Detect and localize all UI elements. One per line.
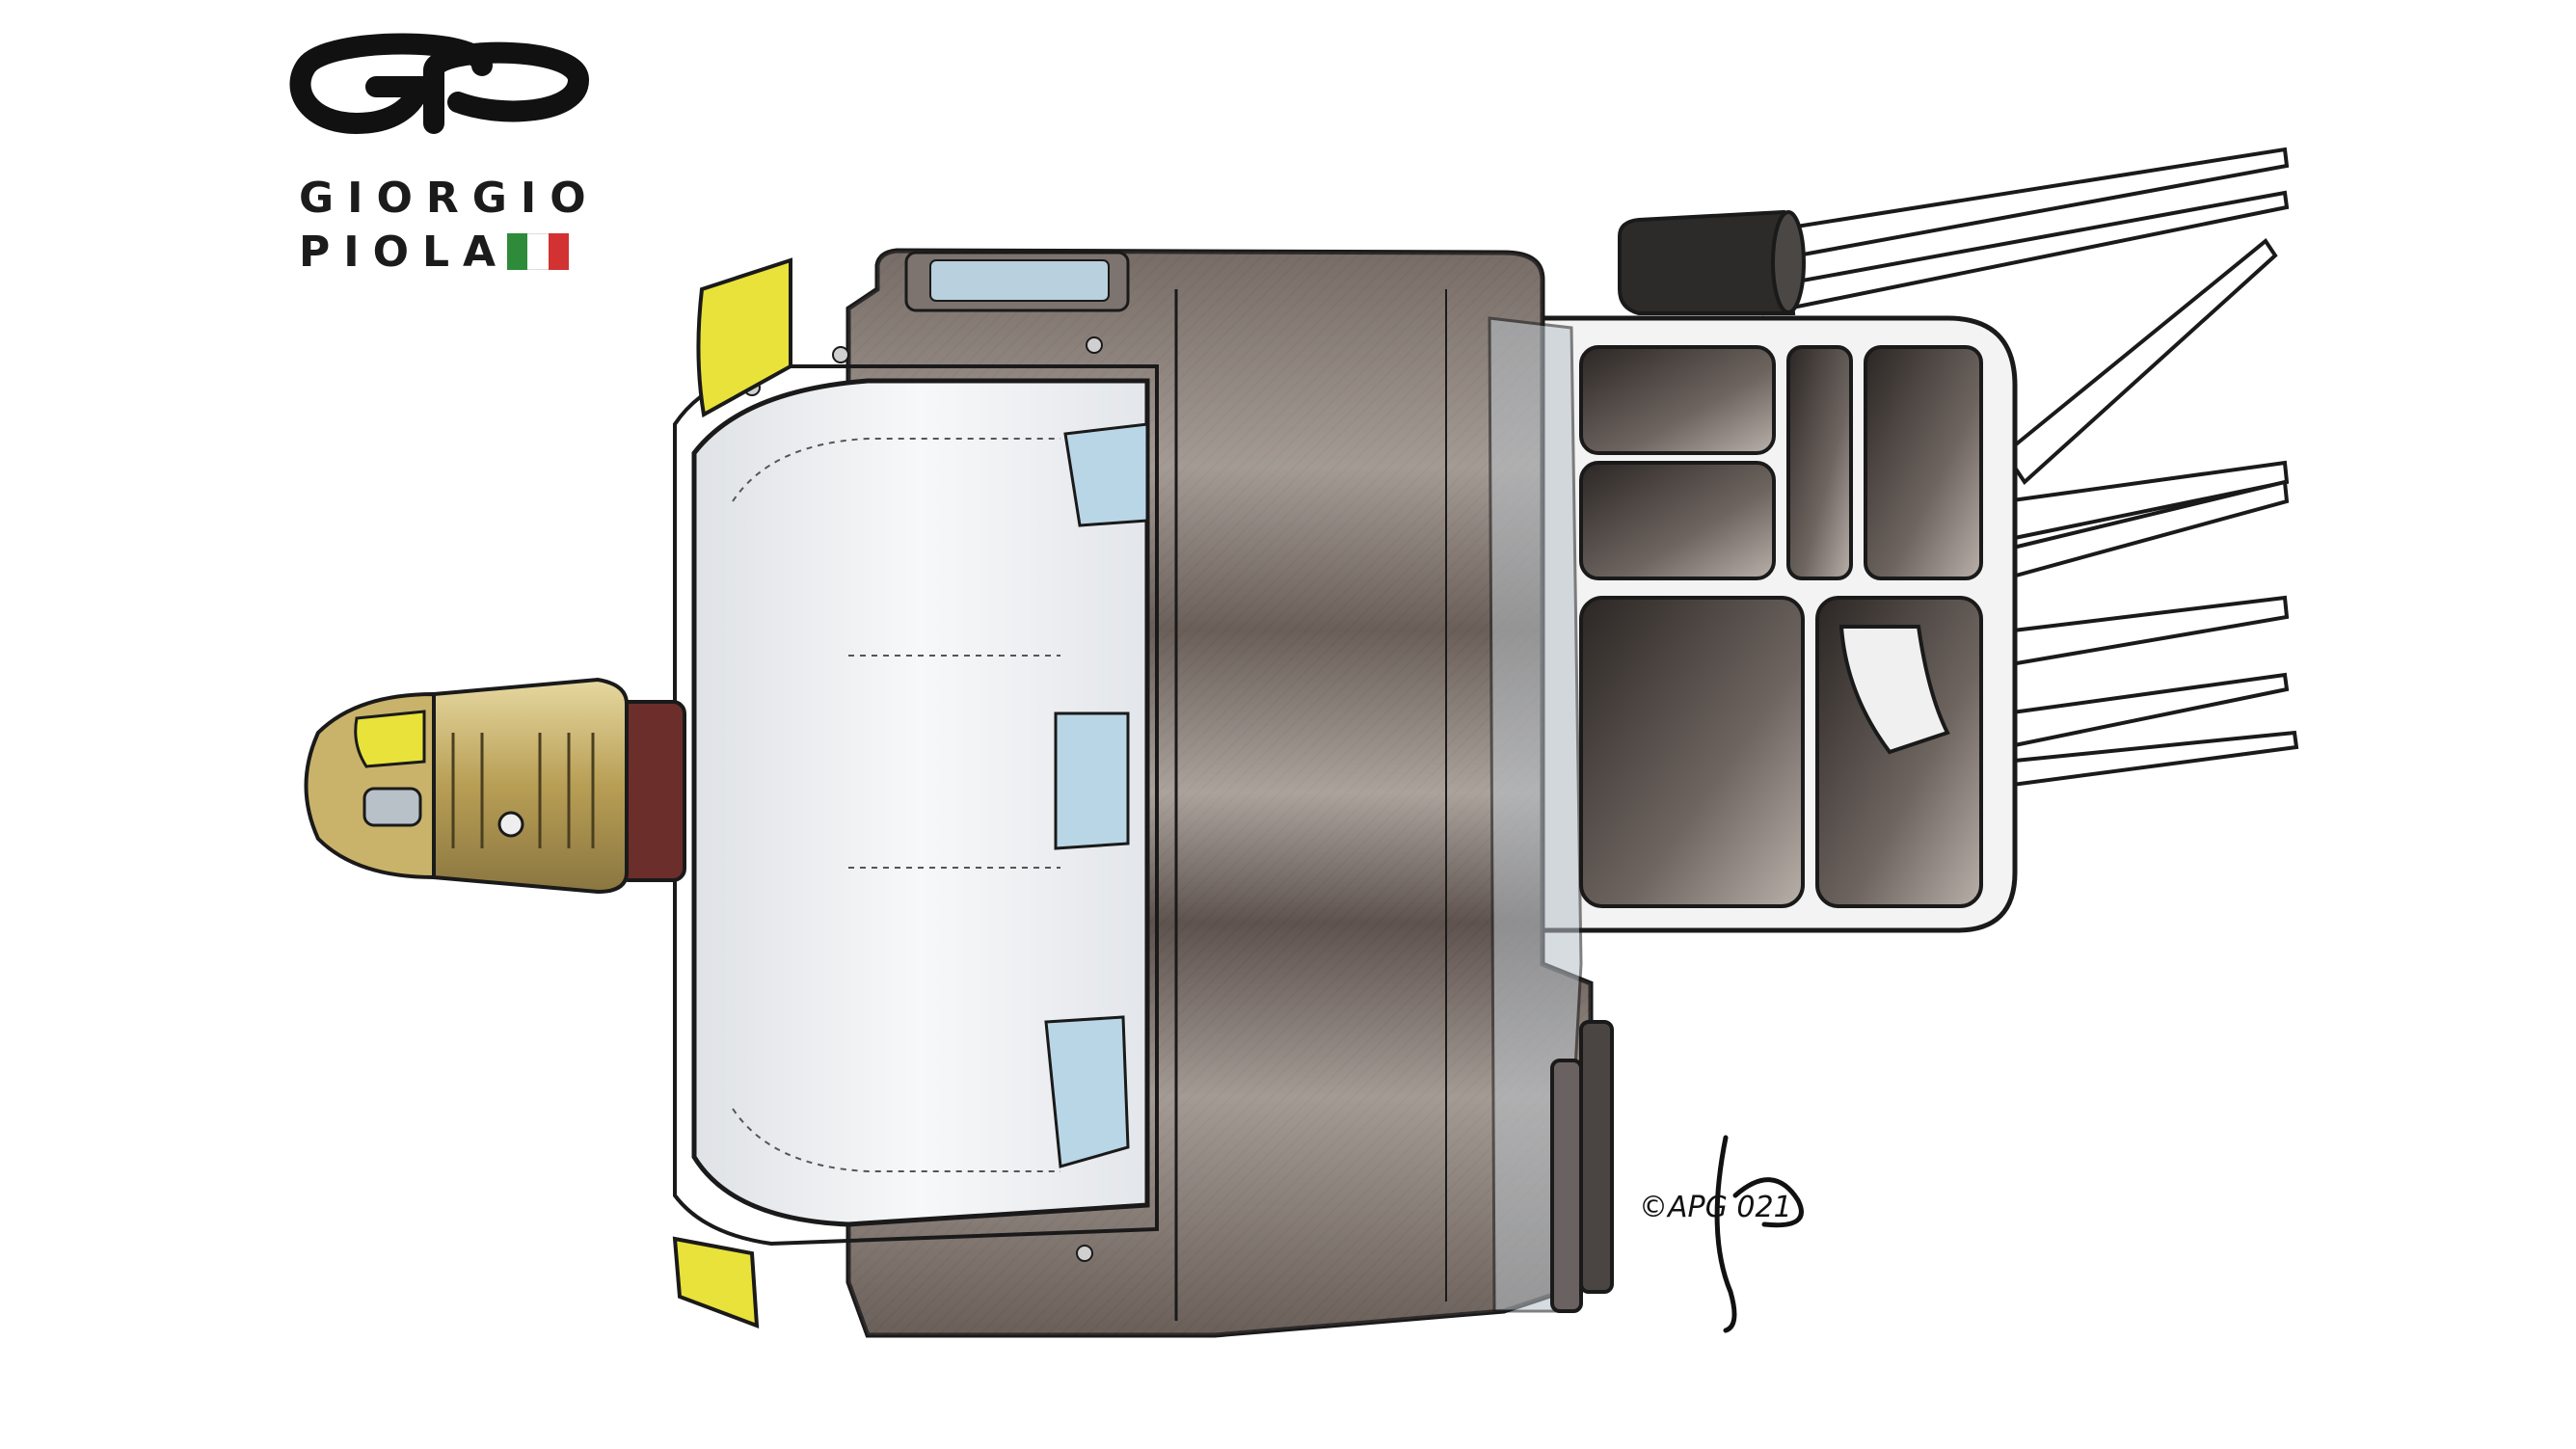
brand-name-first: GIORGIO bbox=[299, 174, 600, 223]
brand-name-last: PIOLA bbox=[299, 228, 510, 277]
suspension-arms bbox=[1732, 147, 2299, 789]
white-front-body bbox=[673, 364, 1159, 1247]
artist-signature: ©APG 021 bbox=[1639, 1135, 1804, 1333]
yellow-tabs bbox=[672, 257, 792, 1328]
giorgio-piola-logo: GIORGIO PIOLA bbox=[289, 27, 598, 287]
rear-duct-housing bbox=[1540, 315, 2018, 933]
signature-text: ©APG 021 bbox=[1639, 1191, 1792, 1224]
output-shaft bbox=[304, 677, 686, 895]
top-cylinder bbox=[1618, 209, 1806, 315]
gp-monogram-icon bbox=[289, 33, 590, 135]
lower-plates bbox=[1550, 1020, 1614, 1313]
italian-flag-icon bbox=[507, 233, 569, 270]
